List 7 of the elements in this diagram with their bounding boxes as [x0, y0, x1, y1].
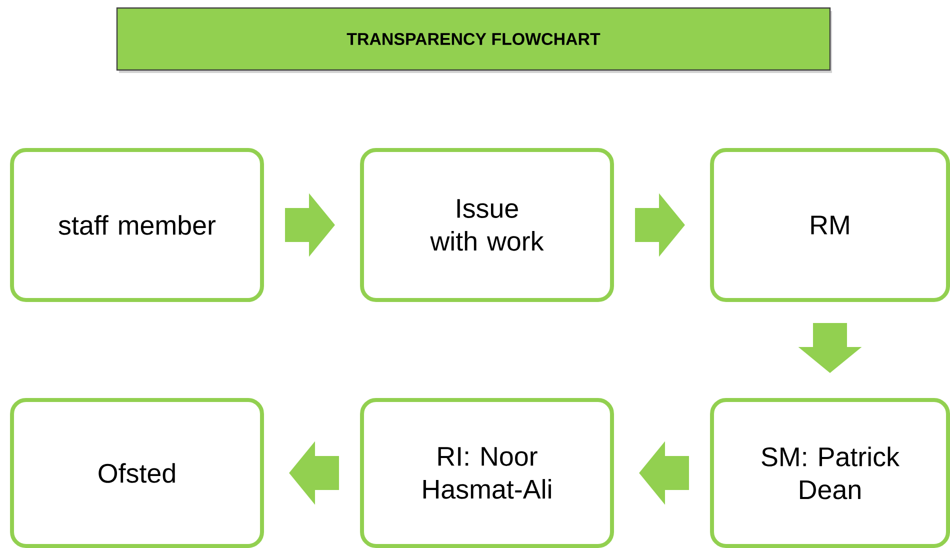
process-box: SM: Patrick Dean	[710, 398, 950, 548]
process-box: Ofsted	[10, 398, 264, 548]
title-banner: TRANSPARENCY FLOWCHART	[116, 7, 832, 73]
process-box: RM	[710, 148, 950, 302]
process-box: staff member	[10, 148, 264, 302]
process-box: RI: Noor Hasmat-Ali	[360, 398, 614, 548]
process-box: Issue with work	[360, 148, 614, 302]
